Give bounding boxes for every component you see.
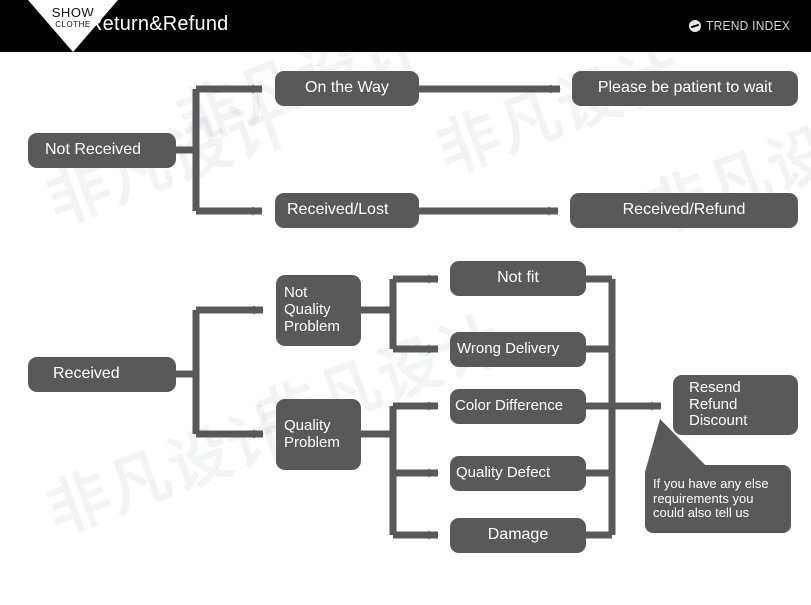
node-quality-problem[interactable]: Quality Problem [276,399,361,470]
node-label: Received/Refund [622,201,746,219]
node-label: Quality Problem [284,416,340,451]
node-label: Received [53,365,120,383]
logo-line-1: SHOW [51,5,95,20]
trend-index-icon [688,19,701,32]
node-received-refund[interactable]: Received/Refund [570,193,798,228]
node-label: Received/Lost [287,201,389,219]
node-color-difference[interactable]: Color Difference [450,389,586,424]
node-label: Not Quality Problem [284,284,340,335]
trend-index-label: TREND INDEX [705,18,790,33]
node-not-fit[interactable]: Not fit [450,261,586,296]
node-label: On the Way [305,79,389,97]
node-not-quality-problem[interactable]: Not Quality Problem [276,275,361,346]
callout-note-label: If you have any else requirements you co… [653,475,769,521]
node-resend-refund-discount[interactable]: Resend Refund Discount [673,375,798,435]
node-label: Damage [487,526,549,544]
node-label: Wrong Delivery [457,340,560,358]
brand-logo: SHOW CLOTHE [28,0,118,52]
node-damage[interactable]: Damage [450,518,586,553]
node-wrong-delivery[interactable]: Wrong Delivery [450,332,586,367]
node-label: Not Received [45,141,142,159]
flowchart-canvas [0,52,811,605]
node-label: Please be patient to wait [597,79,773,97]
page-header: SHOW CLOTHE Return&Refund TREND INDEX [0,0,811,52]
trend-index-badge: TREND INDEX [688,18,797,33]
triangle-logo-icon [28,0,118,52]
connector-lines [176,84,712,540]
node-label: Resend Refund Discount [689,378,748,430]
callout-note: If you have any else requirements you co… [645,465,791,533]
node-received-lost[interactable]: Received/Lost [275,193,419,228]
node-on-the-way[interactable]: On the Way [275,71,419,106]
node-label: Not fit [497,269,539,287]
logo-line-2: CLOTHE [55,20,91,29]
page-title: Return&Refund [88,13,229,35]
node-quality-defect[interactable]: Quality Defect [450,456,586,491]
node-label: Color Difference [455,397,564,415]
node-please-be-patient-to-wait[interactable]: Please be patient to wait [572,71,798,106]
node-received[interactable]: Received [28,357,176,392]
node-label: Quality Defect [456,464,551,482]
node-not-received[interactable]: Not Received [28,133,176,168]
